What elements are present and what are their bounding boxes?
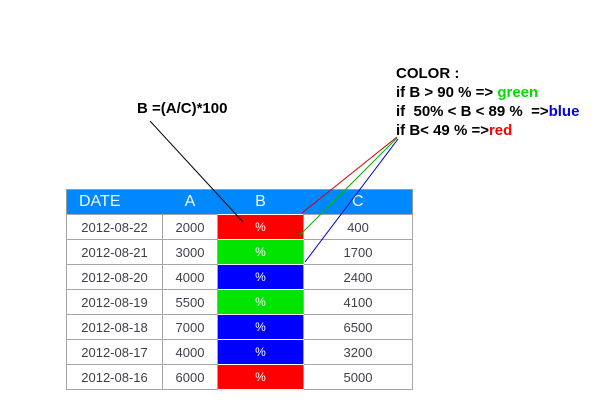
- formula-label: B =(A/C)*100: [137, 100, 228, 117]
- table-row: 2012-08-21 3000 % 1700: [66, 239, 413, 265]
- a-cell: 5500: [162, 289, 218, 315]
- b-percent-cell: %: [217, 364, 304, 390]
- a-cell: 4000: [162, 339, 218, 365]
- table-row: 2012-08-17 4000 % 3200: [66, 339, 413, 365]
- c-cell: 400: [303, 214, 413, 240]
- c-cell: 3200: [303, 339, 413, 365]
- c-cell: 4100: [303, 289, 413, 315]
- a-cell: 2000: [162, 214, 218, 240]
- legend-rule-color-word: red: [488, 122, 513, 139]
- color-legend: COLOR : if B > 90 % => green if 50% < B …: [396, 64, 579, 140]
- table-row: 2012-08-19 5500 % 4100: [66, 289, 413, 315]
- legend-rule-condition: if B > 90 % =>: [396, 84, 498, 101]
- date-cell: 2012-08-20: [66, 264, 163, 290]
- date-cell: 2012-08-21: [66, 239, 163, 265]
- c-cell: 1700: [303, 239, 413, 265]
- legend-rule-condition: if 50% < B < 89 % =>: [396, 103, 549, 120]
- b-percent-cell: %: [217, 314, 304, 340]
- legend-rule-red: if B< 49 % =>red: [396, 121, 579, 140]
- legend-rule-color-word: green: [497, 84, 539, 101]
- b-percent-cell: %: [217, 264, 304, 290]
- data-table: DATE A B C 2012-08-22 2000 % 400 2012-08…: [66, 189, 413, 390]
- table-row: 2012-08-22 2000 % 400: [66, 214, 413, 240]
- column-header-a: A: [162, 189, 218, 215]
- b-percent-cell: %: [217, 239, 304, 265]
- date-cell: 2012-08-16: [66, 364, 163, 390]
- table-row: 2012-08-16 6000 % 5000: [66, 364, 413, 390]
- table-row: 2012-08-18 7000 % 6500: [66, 314, 413, 340]
- a-cell: 3000: [162, 239, 218, 265]
- legend-rule-condition: if B< 49 % =>: [396, 122, 489, 139]
- b-percent-cell: %: [217, 339, 304, 365]
- table-header-row: DATE A B C: [66, 189, 413, 215]
- column-header-c: C: [303, 189, 413, 215]
- legend-rule-blue: if 50% < B < 89 % =>blue: [396, 102, 579, 121]
- b-percent-cell: %: [217, 214, 304, 240]
- c-cell: 6500: [303, 314, 413, 340]
- a-cell: 4000: [162, 264, 218, 290]
- date-cell: 2012-08-18: [66, 314, 163, 340]
- b-percent-cell: %: [217, 289, 304, 315]
- date-cell: 2012-08-22: [66, 214, 163, 240]
- table-row: 2012-08-20 4000 % 2400: [66, 264, 413, 290]
- date-cell: 2012-08-17: [66, 339, 163, 365]
- legend-rule-color-word: blue: [548, 103, 580, 120]
- column-header-b: B: [217, 189, 304, 215]
- legend-rule-green: if B > 90 % => green: [396, 83, 579, 102]
- column-header-date: DATE: [66, 189, 163, 215]
- legend-title: COLOR :: [396, 65, 460, 82]
- c-cell: 2400: [303, 264, 413, 290]
- a-cell: 6000: [162, 364, 218, 390]
- a-cell: 7000: [162, 314, 218, 340]
- c-cell: 5000: [303, 364, 413, 390]
- date-cell: 2012-08-19: [66, 289, 163, 315]
